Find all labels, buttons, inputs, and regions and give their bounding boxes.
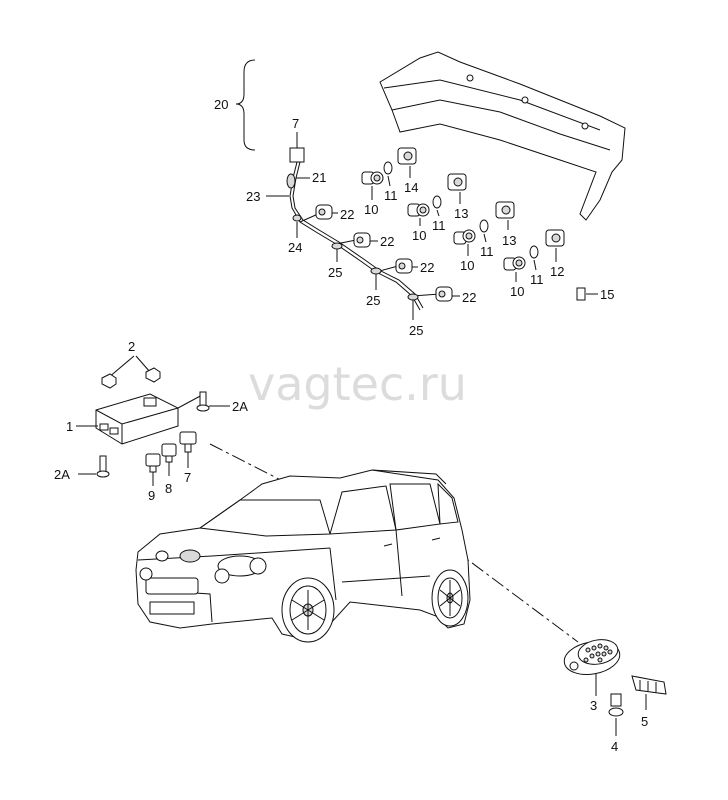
label-13-b: 13 — [502, 233, 516, 248]
connector-22-d — [435, 286, 453, 302]
control-unit-1 — [95, 393, 179, 445]
label-10-d: 10 — [510, 284, 524, 299]
holder-14 — [397, 147, 417, 165]
rear-wheel — [431, 569, 469, 627]
label-15: 15 — [600, 287, 614, 302]
label-4: 4 — [611, 739, 618, 754]
label-10-b: 10 — [412, 228, 426, 243]
watermark: vagtec.ru — [248, 357, 467, 411]
label-20: 20 — [214, 97, 228, 112]
parking-sensors — [361, 147, 565, 271]
label-2A-a: 2A — [232, 399, 248, 414]
nut-2-a — [101, 373, 117, 389]
bolt-2A-b — [96, 455, 110, 478]
brace-20 — [235, 59, 256, 151]
buzzer-assembly — [563, 639, 621, 675]
label-5: 5 — [641, 714, 648, 729]
label-21: 21 — [312, 170, 326, 185]
connector-7 — [179, 431, 197, 453]
label-11-c: 11 — [480, 244, 494, 259]
label-22-b: 22 — [380, 234, 394, 249]
connector-5 — [631, 675, 667, 695]
connector-22-c — [395, 258, 413, 274]
nut-2-b — [145, 367, 161, 383]
label-1: 1 — [66, 419, 73, 434]
label-8: 8 — [165, 481, 172, 496]
sensor-10-a — [361, 171, 384, 185]
holder-13-a — [447, 173, 467, 191]
label-14: 14 — [404, 180, 418, 195]
label-25-a: 25 — [328, 265, 342, 280]
nut-4 — [608, 693, 624, 717]
label-23: 23 — [246, 189, 260, 204]
ring-11-d — [529, 245, 539, 259]
bolt-2A-a — [196, 391, 210, 412]
part-15 — [576, 287, 586, 301]
holder-13-b — [495, 201, 515, 219]
label-25-c: 25 — [409, 323, 423, 338]
label-9: 9 — [148, 488, 155, 503]
label-13-a: 13 — [454, 206, 468, 221]
front-wheel — [281, 577, 335, 643]
label-7-unit: 7 — [184, 470, 191, 485]
wiring-harness — [286, 147, 453, 311]
connector-9 — [145, 453, 161, 473]
label-11-b: 11 — [432, 218, 446, 233]
rear-bumper — [379, 51, 626, 221]
connector-22-b — [353, 232, 371, 248]
leader-car-to-buzzer — [451, 547, 579, 643]
label-2A-b: 2A — [54, 467, 70, 482]
label-11-d: 11 — [530, 272, 544, 287]
label-10-a: 10 — [364, 202, 378, 217]
label-7-harness: 7 — [292, 116, 299, 131]
sensor-10-c — [453, 229, 476, 245]
ring-11-c — [479, 219, 489, 233]
label-24: 24 — [288, 240, 302, 255]
connector-8 — [161, 443, 177, 463]
sensor-10-d — [503, 256, 526, 271]
label-3: 3 — [590, 698, 597, 713]
label-12: 12 — [550, 264, 564, 279]
label-2: 2 — [128, 339, 135, 354]
label-22-c: 22 — [420, 260, 434, 275]
connector-22-a — [315, 204, 333, 220]
label-25-b: 25 — [366, 293, 380, 308]
ring-11-a — [383, 161, 393, 175]
ring-11-b — [432, 195, 442, 209]
label-10-c: 10 — [460, 258, 474, 273]
sensor-10-b — [407, 203, 430, 217]
car-illustration — [135, 469, 471, 643]
label-22-d: 22 — [462, 290, 476, 305]
holder-12 — [545, 229, 565, 247]
label-11-a: 11 — [384, 188, 398, 203]
label-22-a: 22 — [340, 207, 354, 222]
